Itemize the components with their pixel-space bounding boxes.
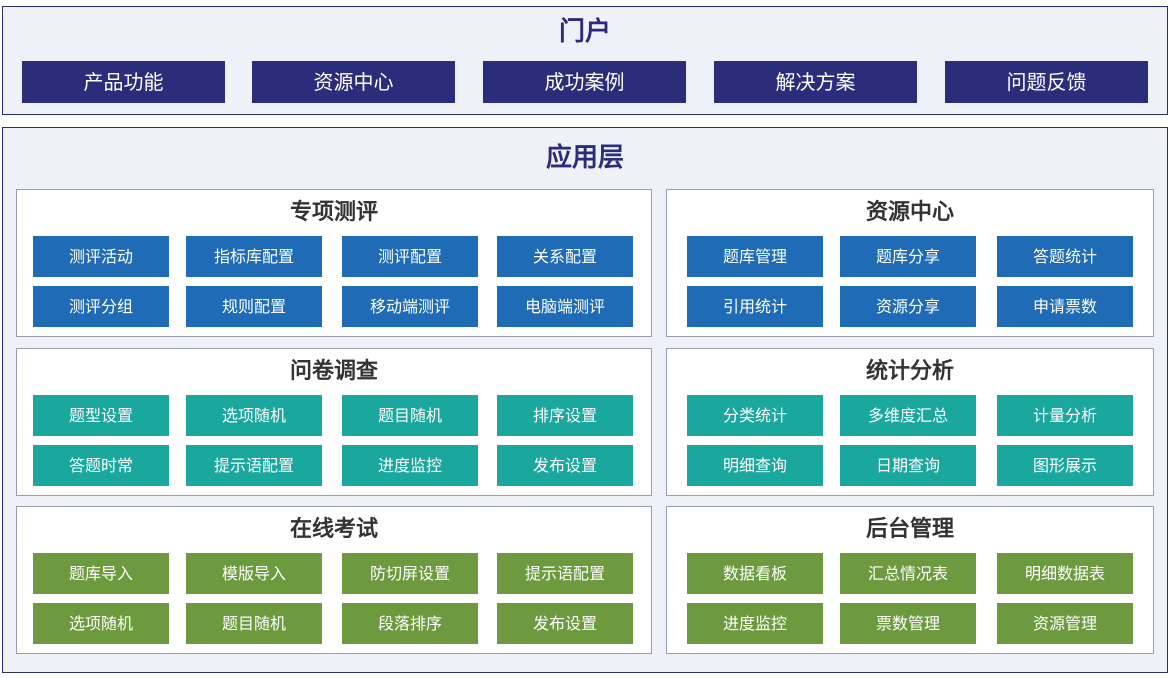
tile[interactable]: 提示语配置 bbox=[497, 553, 633, 594]
portal-title: 门户 bbox=[558, 17, 611, 47]
tile[interactable]: 分类统计 bbox=[687, 395, 823, 436]
tile[interactable]: 发布设置 bbox=[497, 445, 633, 486]
portal-item-product-features[interactable]: 产品功能 bbox=[22, 61, 225, 103]
portal-item-resource-center[interactable]: 资源中心 bbox=[252, 61, 455, 103]
tile[interactable]: 多维度汇总 bbox=[840, 395, 976, 436]
tile[interactable]: 图形展示 bbox=[997, 445, 1133, 486]
application-layer: 应用层 专项测评 测评活动 指标库配置 测评配置 关系配置 测评分组 规则配置 … bbox=[2, 127, 1168, 673]
tile[interactable]: 题目随机 bbox=[186, 603, 322, 644]
tile[interactable]: 题型设置 bbox=[33, 395, 169, 436]
panel-resource-center: 资源中心 题库管理 题库分享 答题统计 引用统计 资源分享 申请票数 bbox=[666, 189, 1154, 337]
tile[interactable]: 测评活动 bbox=[33, 236, 169, 277]
tile[interactable]: 资源管理 bbox=[997, 603, 1133, 644]
tile[interactable]: 票数管理 bbox=[840, 603, 976, 644]
tile[interactable]: 测评配置 bbox=[342, 236, 478, 277]
panel-backend-management: 后台管理 数据看板 汇总情况表 明细数据表 进度监控 票数管理 资源管理 bbox=[666, 506, 1154, 654]
tile[interactable]: 明细查询 bbox=[687, 445, 823, 486]
tile[interactable]: 进度监控 bbox=[342, 445, 478, 486]
tile[interactable]: 排序设置 bbox=[497, 395, 633, 436]
tile[interactable]: 选项随机 bbox=[186, 395, 322, 436]
tile[interactable]: 引用统计 bbox=[687, 286, 823, 327]
tile[interactable]: 提示语配置 bbox=[186, 445, 322, 486]
tile[interactable]: 进度监控 bbox=[687, 603, 823, 644]
tile[interactable]: 发布设置 bbox=[497, 603, 633, 644]
tile[interactable]: 题库分享 bbox=[840, 236, 976, 277]
panel-title: 问卷调查 bbox=[289, 359, 378, 384]
tile[interactable]: 指标库配置 bbox=[186, 236, 322, 277]
tile[interactable]: 移动端测评 bbox=[342, 286, 478, 327]
tile[interactable]: 电脑端测评 bbox=[497, 286, 633, 327]
tile[interactable]: 数据看板 bbox=[687, 553, 823, 594]
tile[interactable]: 申请票数 bbox=[997, 286, 1133, 327]
tile[interactable]: 明细数据表 bbox=[997, 553, 1133, 594]
tile[interactable]: 日期查询 bbox=[840, 445, 976, 486]
portal-item-success-cases[interactable]: 成功案例 bbox=[483, 61, 686, 103]
panel-online-exam: 在线考试 题库导入 模版导入 防切屏设置 提示语配置 选项随机 题目随机 段落排… bbox=[16, 506, 652, 654]
tile[interactable]: 测评分组 bbox=[33, 286, 169, 327]
tile[interactable]: 答题统计 bbox=[997, 236, 1133, 277]
portal-layer: 门户 产品功能 资源中心 成功案例 解决方案 问题反馈 bbox=[2, 6, 1168, 115]
tile[interactable]: 计量分析 bbox=[997, 395, 1133, 436]
panel-title: 后台管理 bbox=[865, 517, 954, 542]
tile[interactable]: 资源分享 bbox=[840, 286, 976, 327]
portal-item-feedback[interactable]: 问题反馈 bbox=[945, 61, 1148, 103]
tile[interactable]: 段落排序 bbox=[342, 603, 478, 644]
panel-title: 统计分析 bbox=[865, 359, 954, 384]
tile[interactable]: 题目随机 bbox=[342, 395, 478, 436]
panel-special-assessment: 专项测评 测评活动 指标库配置 测评配置 关系配置 测评分组 规则配置 移动端测… bbox=[16, 189, 652, 337]
tile[interactable]: 题库管理 bbox=[687, 236, 823, 277]
application-layer-title: 应用层 bbox=[545, 143, 624, 173]
tile[interactable]: 模版导入 bbox=[186, 553, 322, 594]
panel-questionnaire-survey: 问卷调查 题型设置 选项随机 题目随机 排序设置 答题时常 提示语配置 进度监控… bbox=[16, 348, 652, 496]
tile[interactable]: 关系配置 bbox=[497, 236, 633, 277]
tile[interactable]: 题库导入 bbox=[33, 553, 169, 594]
tile[interactable]: 规则配置 bbox=[186, 286, 322, 327]
panel-title: 在线考试 bbox=[289, 517, 378, 542]
tile[interactable]: 答题时常 bbox=[33, 445, 169, 486]
tile[interactable]: 选项随机 bbox=[33, 603, 169, 644]
tile[interactable]: 汇总情况表 bbox=[840, 553, 976, 594]
panel-title: 资源中心 bbox=[865, 200, 954, 225]
panel-title: 专项测评 bbox=[289, 200, 378, 225]
panel-statistical-analysis: 统计分析 分类统计 多维度汇总 计量分析 明细查询 日期查询 图形展示 bbox=[666, 348, 1154, 496]
tile[interactable]: 防切屏设置 bbox=[342, 553, 478, 594]
portal-item-solutions[interactable]: 解决方案 bbox=[714, 61, 917, 103]
